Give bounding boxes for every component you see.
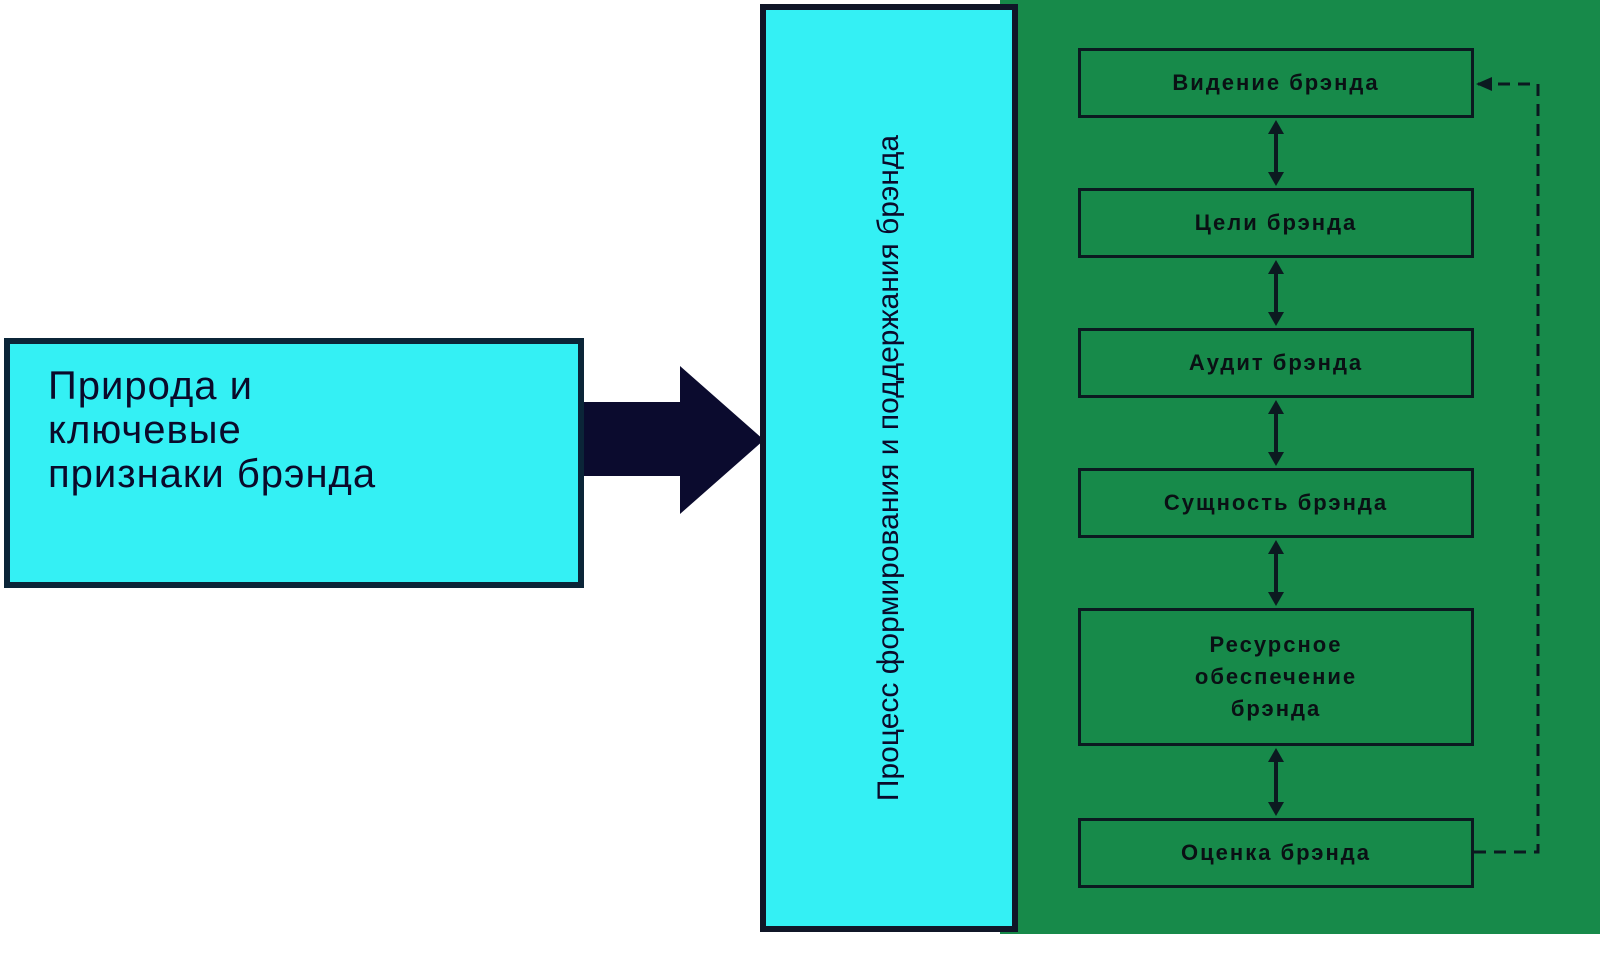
- process-bar: Процесс формирования и поддержания брэнд…: [760, 4, 1018, 932]
- step-goals-label: Цели брэнда: [1194, 210, 1358, 235]
- feedback-loop: [1474, 77, 1540, 854]
- brand-nature-label: Природа и ключевые признаки брэнда: [48, 364, 377, 496]
- double-arrow: [1268, 748, 1284, 816]
- step-audit-label: Аудит брэнда: [1188, 350, 1364, 375]
- arrow-head-up: [1268, 748, 1284, 762]
- arrow-head-up: [1268, 260, 1284, 274]
- brand-nature-box: Природа и ключевые признаки брэнда: [4, 338, 584, 588]
- process-label: Процесс формирования и поддержания брэнд…: [872, 134, 905, 802]
- step-goals: Цели брэнда: [1078, 188, 1474, 258]
- step-connectors: [1268, 120, 1284, 816]
- arrow-head-down: [1268, 802, 1284, 816]
- step-audit: Аудит брэнда: [1078, 328, 1474, 398]
- arrow-head-up: [1268, 400, 1284, 414]
- step-vision: Видение брэнда: [1078, 48, 1474, 118]
- green-panel: [1000, 0, 1600, 934]
- step-vision-label: Видение брэнда: [1172, 70, 1380, 95]
- step-essence-label: Сущность брэнда: [1163, 490, 1389, 515]
- step-evaluation-label: Оценка брэнда: [1181, 840, 1371, 865]
- double-arrow: [1268, 540, 1284, 606]
- step-evaluation: Оценка брэнда: [1078, 818, 1474, 888]
- step-resources: Ресурсное обеспечение брэнда: [1078, 608, 1474, 746]
- step-resources-label: Ресурсное обеспечение брэнда: [1194, 632, 1358, 721]
- double-arrow: [1268, 120, 1284, 186]
- arrow-head-up: [1268, 120, 1284, 134]
- main-arrow: [584, 366, 764, 514]
- double-arrow: [1268, 400, 1284, 466]
- step-essence: Сущность брэнда: [1078, 468, 1474, 538]
- arrow-head-down: [1268, 312, 1284, 326]
- arrow-head-down: [1268, 452, 1284, 466]
- double-arrow: [1268, 260, 1284, 326]
- arrow-head-up: [1268, 540, 1284, 554]
- arrow-head-down: [1268, 172, 1284, 186]
- arrow-head-down: [1268, 592, 1284, 606]
